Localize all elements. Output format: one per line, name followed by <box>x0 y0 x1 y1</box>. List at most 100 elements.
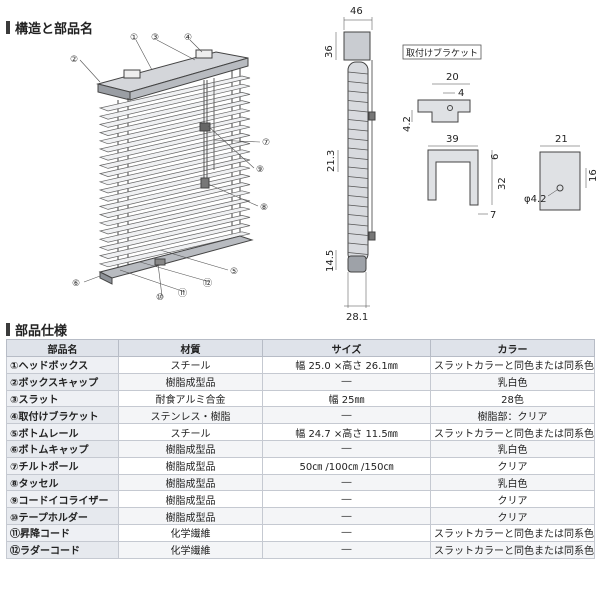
part-name-cell: ④取付けブラケット <box>6 406 119 425</box>
table-cell: 樹脂部：クリア <box>430 406 595 425</box>
slat <box>98 182 251 218</box>
callout-3: ③ <box>151 33 159 43</box>
table-cell: 樹脂成型品 <box>118 372 263 391</box>
side-slat <box>347 128 369 132</box>
part-name-cell: ⑪昇降コード <box>6 523 119 542</box>
dim-39: 39 <box>446 134 459 145</box>
table-cell: 乳白色 <box>430 372 595 391</box>
callout-1: ① <box>130 33 138 43</box>
part-name-cell: ⑦チルトポール <box>6 456 119 475</box>
cord-equalizer <box>199 122 211 132</box>
section-bar <box>6 21 10 34</box>
table-cell: 乳白色 <box>430 439 595 458</box>
table-cell: 樹脂成型品 <box>118 456 263 475</box>
table-row: ⑧タッセル樹脂成型品―乳白色 <box>6 473 595 492</box>
table-row: ⑨コードイコライザー樹脂成型品―クリア <box>6 490 595 509</box>
side-slat <box>347 233 369 236</box>
table-header-cell: 部品名 <box>6 339 119 357</box>
side-slat <box>347 138 369 141</box>
dim-4-2a: 4.2 <box>402 116 413 132</box>
side-slat <box>347 147 369 151</box>
table-cell: ステンレス・樹脂 <box>118 406 263 425</box>
side-slat <box>347 81 369 84</box>
dim-16: 16 <box>588 169 599 182</box>
slat <box>98 100 251 136</box>
callout-10: ⑩ <box>156 293 164 303</box>
slat <box>98 215 251 251</box>
table-cell: スチール <box>118 423 263 441</box>
bracket-side-view <box>427 149 479 206</box>
callout-6: ⑥ <box>72 279 80 289</box>
part-name-cell: ⑥ボトムキャップ <box>6 439 119 458</box>
bracket-title: 取付けブラケット <box>406 47 478 59</box>
part-name-cell: ③スラット <box>6 389 119 408</box>
side-slat <box>347 176 369 179</box>
table-cell: 耐食アルミ合金 <box>118 389 263 408</box>
slat <box>98 223 251 259</box>
table-cell: ― <box>262 540 431 559</box>
slat <box>98 206 251 243</box>
callout-12: ⑫ <box>203 278 212 289</box>
slat <box>98 124 251 161</box>
callout-7: ⑦ <box>262 138 270 148</box>
slat <box>98 141 251 177</box>
table-cell: ― <box>262 507 431 525</box>
dim-28-1: 28.1 <box>346 312 368 323</box>
table-cell: 樹脂成型品 <box>118 473 263 492</box>
table-cell: 幅 24.7 ×高さ 11.5㎜ <box>262 423 431 441</box>
dim-46: 46 <box>350 6 363 17</box>
side-slat <box>347 204 369 208</box>
side-slat <box>347 71 369 75</box>
table-cell: クリア <box>430 456 595 475</box>
table-cell: ― <box>262 473 431 492</box>
side-slat <box>347 223 369 227</box>
table-cell: スラットカラーと同色または同系色 <box>430 423 595 441</box>
slat <box>98 108 251 145</box>
parts-spec-table: 部品名材質サイズカラー ①ヘッドボックススチール 幅 25.0 ×高さ 26.1㎜… <box>6 339 595 559</box>
slat <box>98 231 251 268</box>
table-row: ⑪昇降コード化学繊維―スラットカラーと同色または同系色 <box>6 523 595 542</box>
table-row: ⑫ラダーコード化学繊維―スラットカラーと同色または同系色 <box>6 540 595 559</box>
dim-7: 7 <box>490 210 496 221</box>
side-head-box <box>343 31 371 61</box>
table-cell: 化学繊維 <box>118 540 263 559</box>
section-title-spec: 部品仕様 <box>15 324 68 339</box>
side-slat <box>347 166 369 170</box>
slat <box>98 157 251 194</box>
table-row: ②ボックスキャップ樹脂成型品―乳白色 <box>6 372 595 391</box>
part-name-cell: ⑨コードイコライザー <box>6 490 119 509</box>
side-slat <box>347 157 369 160</box>
side-slat-lines <box>347 71 369 255</box>
table-cell: スラットカラーと同色または同系色 <box>430 356 595 374</box>
dim-21: 21 <box>555 134 568 145</box>
slat <box>98 133 251 169</box>
table-cell: 幅 25.0 ×高さ 26.1㎜ <box>262 356 431 374</box>
part-name-cell: ①ヘッドボックス <box>6 356 119 374</box>
dim-36: 36 <box>324 45 335 58</box>
part-name-cell: ⑩テープホルダー <box>6 507 119 525</box>
dim-6: 6 <box>490 154 501 160</box>
slat <box>98 75 251 112</box>
blind-perspective-drawing <box>96 49 254 285</box>
table-row: ⑥ボトムキャップ樹脂成型品―乳白色 <box>6 439 595 458</box>
part-name-cell: ⑤ボトムレール <box>6 423 119 441</box>
slat-group <box>98 75 251 268</box>
table-row: ⑩テープホルダー樹脂成型品―クリア <box>6 507 595 525</box>
section-header-spec: 部品仕様 <box>6 320 67 339</box>
table-row: ④取付けブラケットステンレス・樹脂―樹脂部：クリア <box>6 406 595 425</box>
side-slat <box>347 109 369 113</box>
section-title-structure: 構造と部品名 <box>15 22 94 37</box>
side-section-view <box>335 17 376 308</box>
table-header-row: 部品名材質サイズカラー <box>6 339 595 357</box>
side-slat <box>347 242 369 246</box>
callout-2: ② <box>70 55 78 65</box>
table-cell: ― <box>262 406 431 425</box>
table-cell: スラットカラーと同色または同系色 <box>430 540 595 559</box>
callout-9: ⑨ <box>256 165 264 175</box>
slat <box>98 83 251 120</box>
tassel <box>200 177 210 189</box>
part-name-cell: ②ボックスキャップ <box>6 372 119 391</box>
table-cell: スラットカラーと同色または同系色 <box>430 523 595 542</box>
